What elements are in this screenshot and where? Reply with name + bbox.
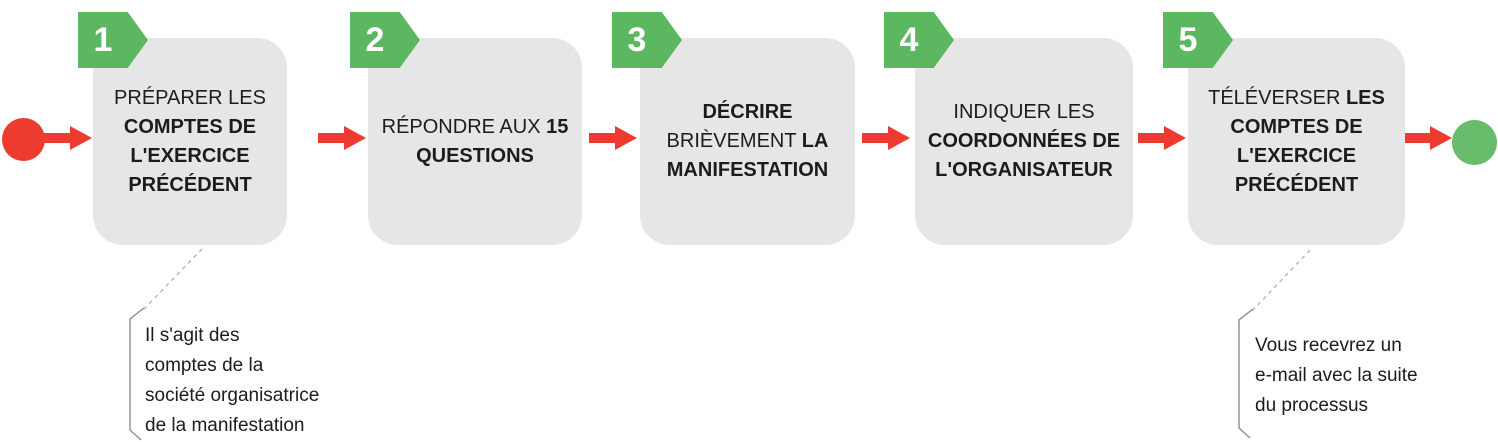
- step-box-1: PRÉPARER LES COMPTES DE L'EXERCICE PRÉCÉ…: [93, 38, 287, 245]
- flow-arrow: [589, 126, 637, 150]
- start-node: [2, 118, 45, 161]
- annotation-line: comptes de la: [145, 355, 264, 376]
- step-label-2: RÉPONDRE AUX 15 QUESTIONS: [368, 113, 582, 171]
- step-label-3: DÉCRIRE BRIÈVEMENT LA MANIFESTATION: [640, 98, 855, 185]
- annotation-line: de la manifestation: [145, 415, 305, 436]
- step-label-segment: LES COMPTES DE L'EXERCICE PRÉCÉDENT: [1230, 86, 1385, 196]
- annotation-line: société organisatrice: [145, 385, 320, 406]
- flow-arrow: [318, 126, 366, 150]
- flow-arrow: [1404, 126, 1452, 150]
- step-number: 1: [93, 21, 113, 59]
- flow-arrow: [1138, 126, 1186, 150]
- annotation-line: Vous recevrez un: [1255, 335, 1402, 356]
- step-label-segment: COMPTES DE L'EXERCICE PRÉCÉDENT: [123, 115, 257, 196]
- annotation-line: e-mail avec la suite: [1255, 365, 1418, 386]
- annotation-note-right: Vous recevrez un e-mail avec la suite du…: [1255, 331, 1490, 421]
- step-label-5: TÉLÉVERSER LES COMPTES DE L'EXERCICE PRÉ…: [1188, 84, 1405, 200]
- step-label-segment: 15 QUESTIONS: [416, 115, 569, 167]
- step-label-segment: COORDONNÉES DE L'ORGANISATEUR: [927, 130, 1121, 181]
- step-box-3: DÉCRIRE BRIÈVEMENT LA MANIFESTATION: [640, 38, 855, 245]
- step-number: 2: [365, 21, 385, 59]
- annotation-line: Il s'agit des: [145, 325, 240, 346]
- step-label-segment: BRIÈVEMENT: [666, 130, 802, 152]
- step-box-2: RÉPONDRE AUX 15 QUESTIONS: [368, 38, 582, 245]
- step-box-4: INDIQUER LES COORDONNÉES DE L'ORGANISATE…: [915, 38, 1133, 245]
- callout-bracket-right: [1238, 308, 1254, 439]
- step-box-5: TÉLÉVERSER LES COMPTES DE L'EXERCICE PRÉ…: [1188, 38, 1405, 245]
- annotation-line: du processus: [1255, 395, 1369, 416]
- callout-connector-left: [143, 248, 203, 310]
- callout-connector-right: [1252, 249, 1311, 311]
- step-number: 3: [627, 21, 647, 59]
- step-label-4: INDIQUER LES COORDONNÉES DE L'ORGANISATE…: [915, 98, 1133, 185]
- step-label-segment: RÉPONDRE AUX: [381, 115, 547, 138]
- step-label-segment: TÉLÉVERSER: [1208, 86, 1346, 109]
- step-number: 4: [899, 21, 919, 59]
- annotation-note-left: Il s'agit des comptes de la société orga…: [145, 321, 370, 441]
- step-label-segment: LA MANIFESTATION: [666, 130, 829, 181]
- flow-arrow: [44, 126, 92, 150]
- flow-arrow: [862, 126, 910, 150]
- step-label-segment: INDIQUER LES: [953, 101, 1095, 123]
- step-number: 5: [1178, 21, 1198, 59]
- callout-bracket-left: [129, 307, 145, 441]
- step-label-segment: DÉCRIRE: [702, 101, 793, 123]
- step-label-segment: PRÉPARER LES: [114, 86, 266, 109]
- end-node: [1452, 120, 1497, 165]
- step-label-1: PRÉPARER LES COMPTES DE L'EXERCICE PRÉCÉ…: [93, 84, 287, 200]
